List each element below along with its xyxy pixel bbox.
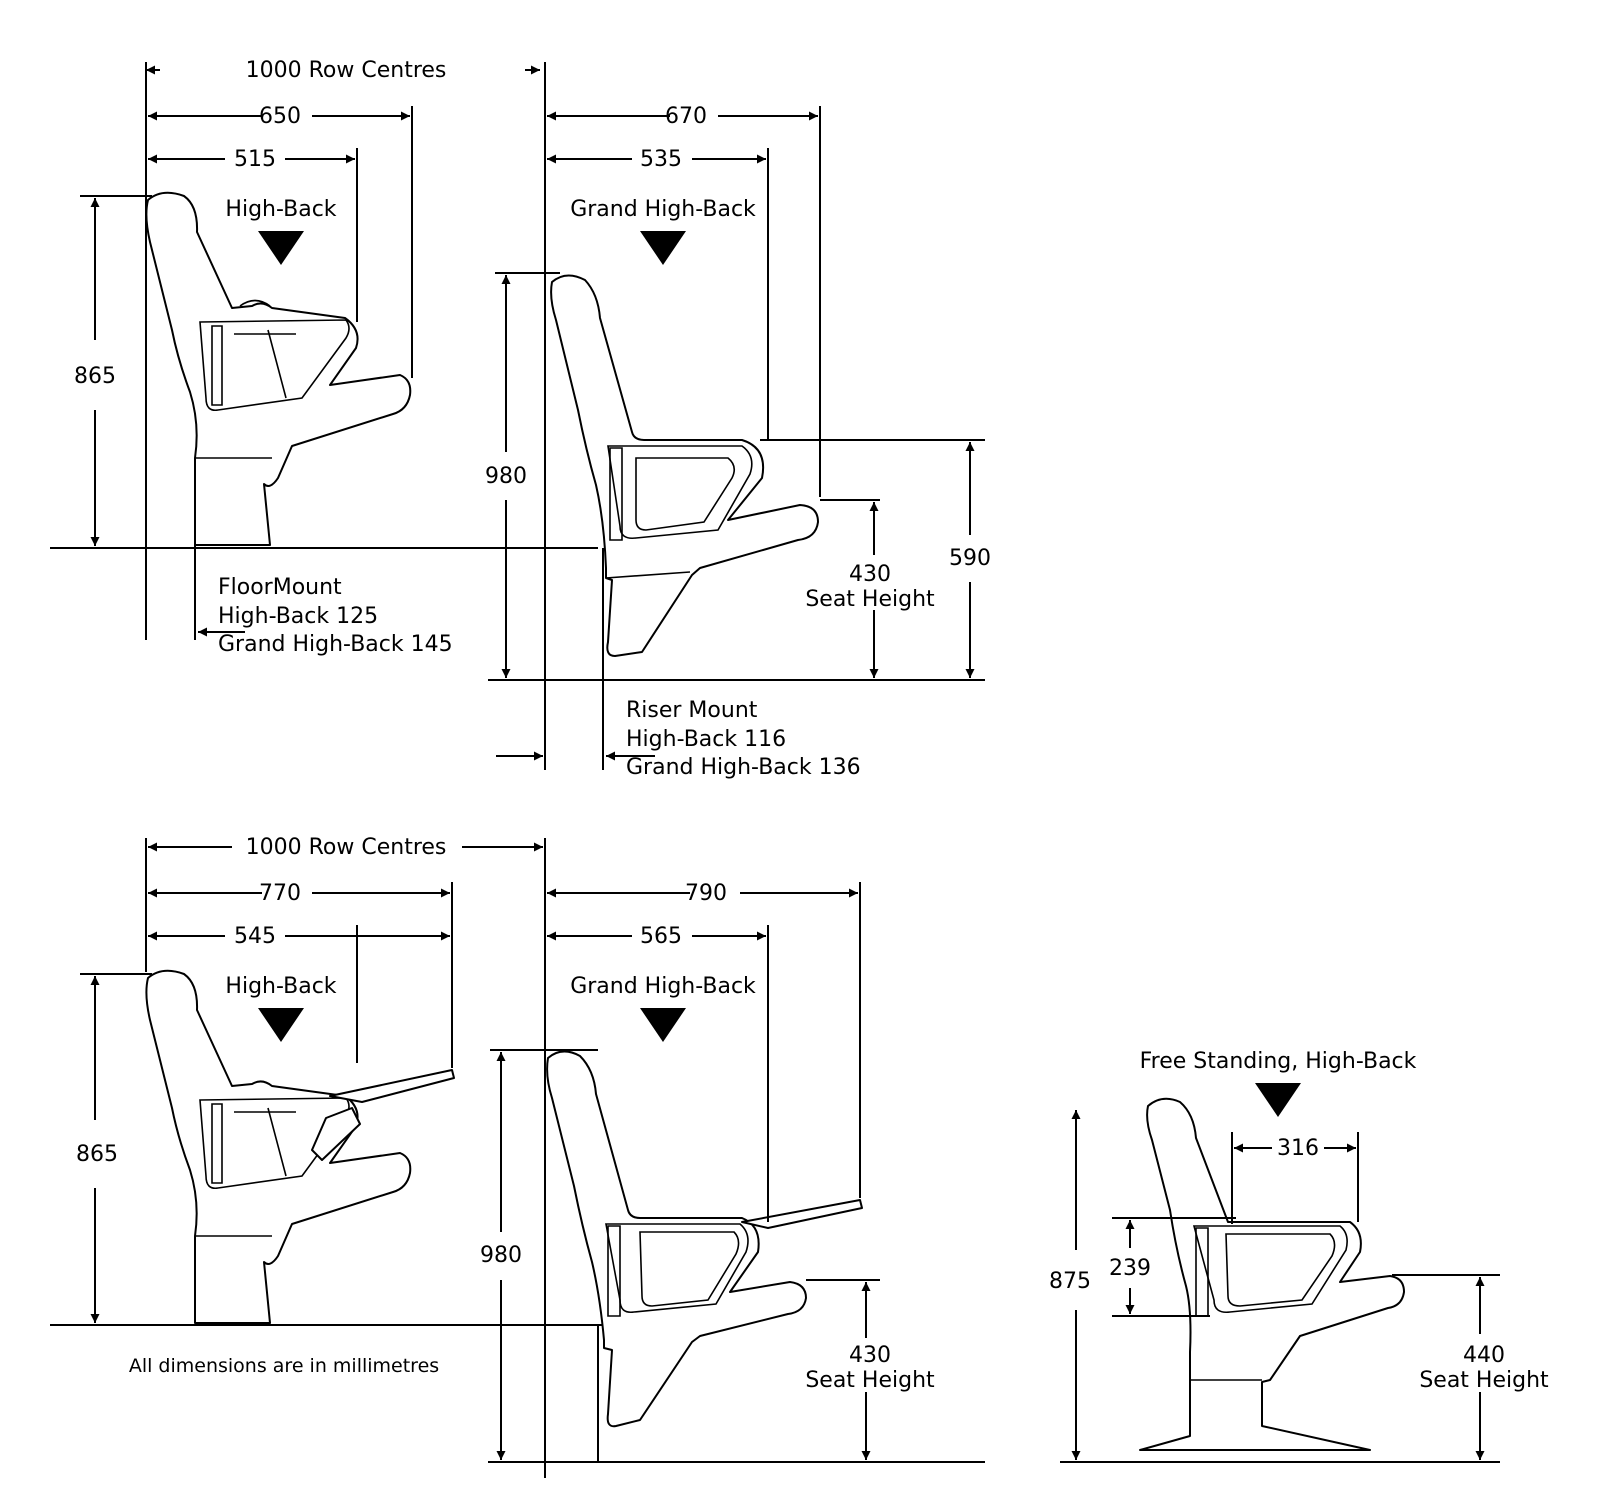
riser-title: Riser Mount	[626, 698, 758, 723]
chair-grand-highback-top	[550, 274, 819, 657]
floormount-title: FloorMount	[218, 575, 342, 600]
freestanding-highback: Free Standing, High-Back 316 239 875 440…	[1049, 1049, 1549, 1463]
dim-fs-arm-height: 239	[1109, 1256, 1151, 1281]
chair-grand-highback-bottom	[546, 1050, 807, 1428]
label-freestanding: Free Standing, High-Back	[1140, 1049, 1417, 1074]
pointer-triangle	[1255, 1083, 1301, 1117]
label-grand-highback-top: Grand High-Back	[570, 197, 756, 222]
label-grand-highback-bottom: Grand High-Back	[570, 974, 756, 999]
dim-seat-height-bottom: 430	[849, 1343, 891, 1368]
pointer-triangle	[258, 1008, 304, 1042]
dim-hb-height-bottom: 865	[76, 1142, 118, 1167]
dim-fs-seat-height: 440	[1463, 1343, 1505, 1368]
row-centres-label-bottom: 1000 Row Centres	[246, 835, 447, 860]
dim-arm-height-top: 590	[949, 546, 991, 571]
pointer-triangle	[640, 231, 686, 265]
dim-fs-height: 875	[1049, 1269, 1091, 1294]
dim-hb-overall-top: 650	[259, 104, 301, 129]
riser-grand-highback: Grand High-Back 136	[626, 755, 861, 780]
dim-ghb-arm-bottom: 565	[640, 924, 682, 949]
chair-freestanding	[1139, 1097, 1405, 1451]
dim-fs-arm-depth: 316	[1277, 1136, 1319, 1161]
dim-hb-height-top: 865	[74, 364, 116, 389]
riser-highback: High-Back 116	[626, 727, 786, 752]
bottom-highback-tablet: 1000 Row Centres 770 545 High-Back 865 A…	[50, 835, 606, 1377]
floormount-grand-highback: Grand High-Back 145	[218, 632, 453, 657]
dim-seat-height-top: 430	[849, 562, 891, 587]
label-highback-top: High-Back	[225, 197, 336, 222]
seat-height-label-bottom: Seat Height	[805, 1368, 935, 1393]
dim-ghb-height-bottom: 980	[480, 1243, 522, 1268]
dim-ghb-overall-bottom: 790	[685, 881, 727, 906]
dim-ghb-height-top: 980	[485, 464, 527, 489]
top-grand-highback-riser: 670 535 Grand High-Back 980 430 Seat Hei…	[485, 62, 991, 780]
row-centres-label-top: 1000 Row Centres	[246, 58, 447, 83]
pointer-triangle	[640, 1008, 686, 1042]
dim-hb-arm-bottom: 545	[234, 924, 276, 949]
pointer-triangle	[258, 231, 304, 265]
floormount-highback: High-Back 125	[218, 604, 378, 629]
label-highback-bottom: High-Back	[225, 974, 336, 999]
bottom-grand-highback-tablet: 790 565 Grand High-Back 980 430 Seat Hei…	[480, 838, 985, 1478]
seat-height-label-top: Seat Height	[805, 587, 935, 612]
top-highback-floormount: 1000 Row Centres 650 515 High-Back 865 F…	[50, 58, 598, 657]
seat-height-label-fs: Seat Height	[1419, 1368, 1549, 1393]
dim-hb-arm-top: 515	[234, 147, 276, 172]
dim-ghb-overall-top: 670	[665, 104, 707, 129]
units-note: All dimensions are in millimetres	[129, 1355, 439, 1377]
dim-hb-overall-bottom: 770	[259, 881, 301, 906]
dim-ghb-arm-top: 535	[640, 147, 682, 172]
